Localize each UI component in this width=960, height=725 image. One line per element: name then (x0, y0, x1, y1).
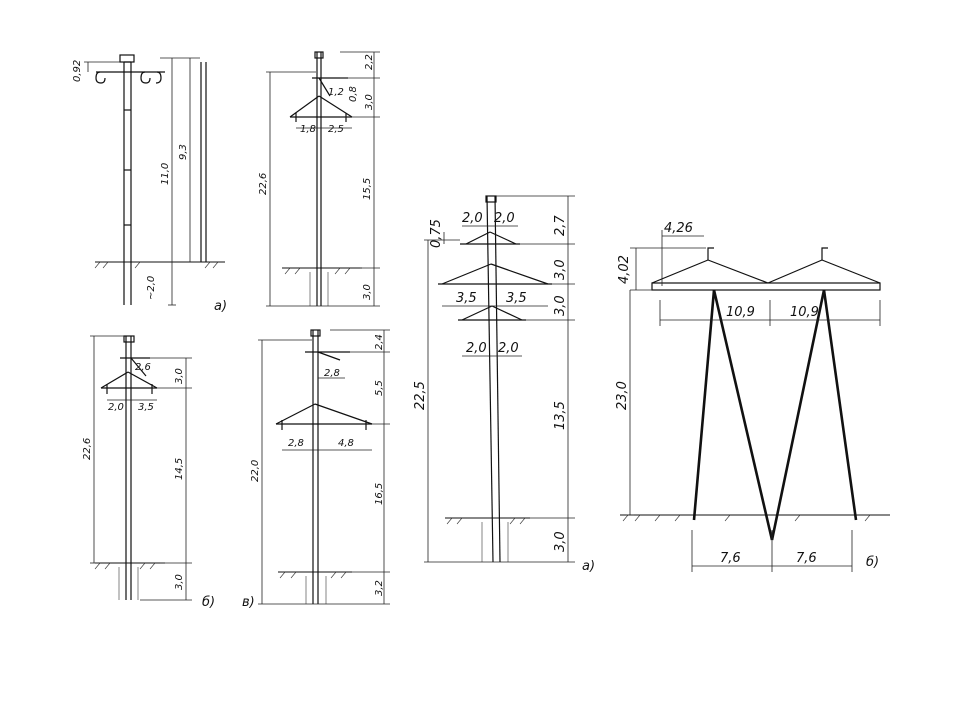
fig5-dim-12: 13,5 (553, 401, 568, 430)
fig5-dim-5: 3,0 (553, 259, 568, 280)
fig1-dim-height: 11,0 (160, 163, 171, 185)
fig3-dim-3: 2,0 (108, 402, 124, 413)
fig5-caption: а) (582, 559, 595, 574)
fig1-dim-top: 0,92 (72, 60, 83, 82)
fig4-dim-6: 22,0 (250, 460, 261, 482)
fig4-dim-5: 4,8 (338, 438, 354, 449)
tower-figure-6: 4,26 4,02 10,9 10,9 23,0 7,6 7,6 б) (615, 221, 890, 572)
fig3-dim-2: 3,0 (174, 368, 185, 384)
fig1-dim-side: 9,3 (178, 144, 189, 160)
fig5-dim-1: 0,75 (429, 219, 444, 248)
fig5-dim-8: 3,0 (553, 295, 568, 316)
tower-figure-5: 0,75 2,0 2,0 2,7 3,0 3,5 3,5 3,0 2,0 2,0… (413, 195, 595, 574)
fig6-dim-5: 23,0 (615, 381, 630, 410)
fig3-dim-1: 2,6 (135, 362, 151, 373)
fig3-dim-4: 3,5 (138, 402, 154, 413)
fig1-caption: а) (214, 299, 227, 314)
fig5-dim-6: 3,5 (456, 291, 477, 306)
fig3-dim-7: 3,0 (174, 574, 185, 590)
fig5-dim-11: 22,5 (413, 381, 428, 410)
tower-figure-2: 2,2 1,2 0,8 3,0 1,8 2,5 22,6 15,5 3,0 (258, 51, 380, 307)
fig2-dim-1: 2,2 (364, 54, 375, 70)
fig4-dim-1: 2,4 (374, 334, 385, 350)
fig5-dim-7: 3,5 (506, 291, 527, 306)
tower-figure-4: 2,4 2,8 5,5 2,8 4,8 22,0 16,5 3,2 в) (242, 329, 390, 610)
fig4-dim-3: 5,5 (374, 380, 385, 396)
fig2-dim-2: 1,2 (328, 87, 344, 98)
fig2-dim-8: 15,5 (362, 178, 373, 200)
fig4-dim-8: 3,2 (374, 580, 385, 596)
fig3-dim-6: 14,5 (174, 458, 185, 480)
fig3-dim-5: 22,6 (82, 438, 93, 460)
fig6-dim-4: 10,9 (790, 305, 819, 320)
fig5-dim-10: 2,0 (498, 341, 519, 356)
fig6-dim-6: 7,6 (720, 551, 741, 566)
fig4-caption: в) (242, 595, 255, 610)
fig5-dim-3: 2,0 (494, 211, 515, 226)
fig6-dim-2: 4,02 (617, 255, 632, 284)
fig1-dim-depth: ~2,0 (146, 276, 157, 300)
fig5-dim-9: 2,0 (466, 341, 487, 356)
fig5-dim-4: 2,7 (553, 215, 568, 236)
fig2-dim-7: 22,6 (258, 173, 269, 195)
fig4-dim-7: 16,5 (374, 483, 385, 505)
fig4-dim-4: 2,8 (288, 438, 304, 449)
fig2-dim-4: 3,0 (364, 94, 375, 110)
fig2-dim-3: 0,8 (348, 86, 359, 102)
fig6-dim-7: 7,6 (796, 551, 817, 566)
fig2-dim-5: 1,8 (300, 124, 316, 135)
fig4-dim-2: 2,8 (324, 368, 340, 379)
fig2-dim-9: 3,0 (362, 284, 373, 300)
fig6-caption: б) (866, 555, 879, 570)
fig5-dim-13: 3,0 (553, 531, 568, 552)
fig5-dim-2: 2,0 (462, 211, 483, 226)
fig6-dim-3: 10,9 (726, 305, 755, 320)
fig2-dim-6: 2,5 (328, 124, 344, 135)
tower-figure-3: 2,6 3,0 2,0 3,5 22,6 14,5 3,0 б) (82, 335, 215, 610)
fig6-dim-1: 4,26 (664, 221, 693, 236)
fig3-caption: б) (202, 595, 215, 610)
tower-figure-1: 0,92 11,0 9,3 ~2,0 а) (72, 54, 227, 314)
